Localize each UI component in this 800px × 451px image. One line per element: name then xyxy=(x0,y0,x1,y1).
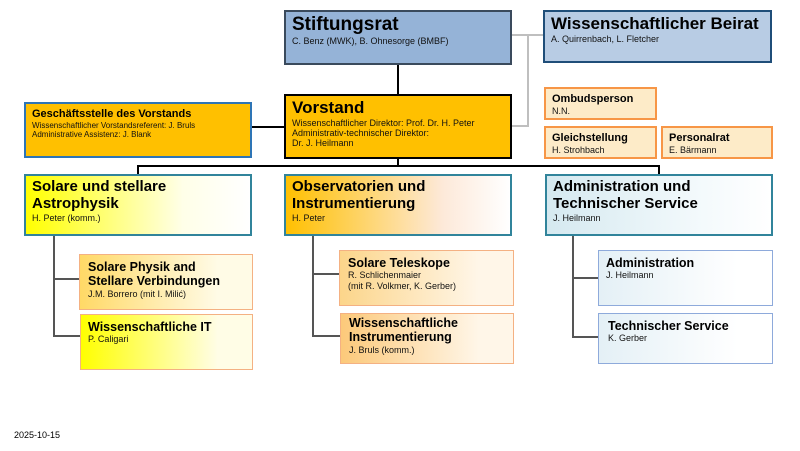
box-members: A. Quirrenbach, L. Fletcher xyxy=(551,33,660,44)
stiftungsrat-box: Stiftungsrat C. Benz (MWK), B. Ohnesorge… xyxy=(284,10,512,65)
box-title: Geschäftsstelle des Vorstands xyxy=(32,108,192,120)
box-title: Wissenschaftliche Instrumentierung xyxy=(349,316,458,345)
box-title: Vorstand xyxy=(292,98,365,117)
box-line: Dr. J. Heilmann xyxy=(292,138,354,149)
unit-solare-physik: Solare Physik and Stellare Verbindungen … xyxy=(79,254,253,310)
connector xyxy=(312,273,339,275)
box-members: N.N. xyxy=(552,105,570,116)
connector xyxy=(572,336,598,338)
personalrat-box: Personalrat E. Bärmann xyxy=(661,126,773,159)
box-members: H. Peter (komm.) xyxy=(32,212,101,223)
unit-wissenschaftliche-instrumentierung: Wissenschaftliche Instrumentierung J. Br… xyxy=(340,313,514,364)
connector xyxy=(312,335,340,337)
department-observatorien: Observatorien und Instrumentierung H. Pe… xyxy=(284,174,512,236)
box-members: J. Heilmann xyxy=(606,270,654,281)
connector xyxy=(312,235,314,337)
connector xyxy=(137,165,660,167)
connector xyxy=(572,277,598,279)
beirat-box: Wissenschaftlicher Beirat A. Quirrenbach… xyxy=(543,10,772,63)
connector xyxy=(397,158,399,166)
advisory-connector xyxy=(511,125,528,127)
connector xyxy=(53,235,55,337)
unit-technischer-service: Technischer Service K. Gerber xyxy=(598,313,773,364)
connector xyxy=(572,235,574,337)
box-line: Administrative Assistenz: J. Blank xyxy=(32,129,152,139)
box-members: J. Bruls (komm.) xyxy=(349,344,415,355)
connector xyxy=(137,165,139,174)
gleichstellung-box: Gleichstellung H. Strohbach xyxy=(544,126,657,159)
box-members: R. Schlichenmaier xyxy=(348,270,422,281)
box-line: Wissenschaftlicher Direktor: Prof. Dr. H… xyxy=(292,117,475,128)
box-title: Wissenschaftliche IT xyxy=(88,320,212,334)
date-stamp: 2025-10-15 xyxy=(14,430,61,440)
box-members: H. Strohbach xyxy=(552,144,605,155)
vorstand-box: Vorstand Wissenschaftlicher Direktor: Pr… xyxy=(284,94,512,159)
box-members: E. Bärmann xyxy=(669,144,717,155)
box-title: Wissenschaftlicher Beirat xyxy=(551,14,759,33)
advisory-connector xyxy=(527,34,529,127)
box-title: Technischer Service xyxy=(608,319,729,333)
unit-solare-teleskope: Solare Teleskope R. Schlichenmaier (mit … xyxy=(339,250,514,306)
box-members: K. Gerber xyxy=(608,333,648,344)
connector xyxy=(53,278,80,280)
box-title: Ombudsperson xyxy=(552,93,634,105)
box-members: P. Caligari xyxy=(88,334,129,345)
box-title: Solare Teleskope xyxy=(348,256,450,270)
unit-wissenschaftliche-it: Wissenschaftliche IT P. Caligari xyxy=(80,314,253,370)
box-members: H. Peter xyxy=(292,212,326,223)
geschaeftsstelle-box: Geschäftsstelle des Vorstands Wissenscha… xyxy=(24,102,252,158)
connector xyxy=(658,165,660,174)
box-members: J.M. Borrero (mit I. Milić) xyxy=(88,288,186,299)
box-line: Administrativ-technischer Direktor: xyxy=(292,127,430,138)
box-title: Gleichstellung xyxy=(552,132,628,144)
unit-administration: Administration J. Heilmann xyxy=(598,250,773,306)
box-title: Administration xyxy=(606,256,695,270)
box-title: Personalrat xyxy=(669,132,730,144)
box-members-extra: (mit R. Volkmer, K. Gerber) xyxy=(348,280,457,291)
box-title: Solare und stellare Astrophysik xyxy=(32,178,167,213)
box-title: Solare Physik and Stellare Verbindungen xyxy=(88,260,220,289)
connector xyxy=(251,126,284,128)
department-administration: Administration und Technischer Service J… xyxy=(545,174,773,236)
department-astrophysik: Solare und stellare Astrophysik H. Peter… xyxy=(24,174,252,236)
box-members: J. Heilmann xyxy=(553,212,601,223)
box-title: Observatorien und Instrumentierung xyxy=(292,178,426,213)
box-line: Wissenschaftlicher Vorstandsreferent: J.… xyxy=(32,120,196,130)
ombudsperson-box: Ombudsperson N.N. xyxy=(544,87,657,120)
box-title: Stiftungsrat xyxy=(292,14,399,35)
box-title: Administration und Technischer Service xyxy=(553,178,698,213)
box-members: C. Benz (MWK), B. Ohnesorge (BMBF) xyxy=(292,35,449,46)
connector xyxy=(53,335,80,337)
connector xyxy=(397,64,399,94)
